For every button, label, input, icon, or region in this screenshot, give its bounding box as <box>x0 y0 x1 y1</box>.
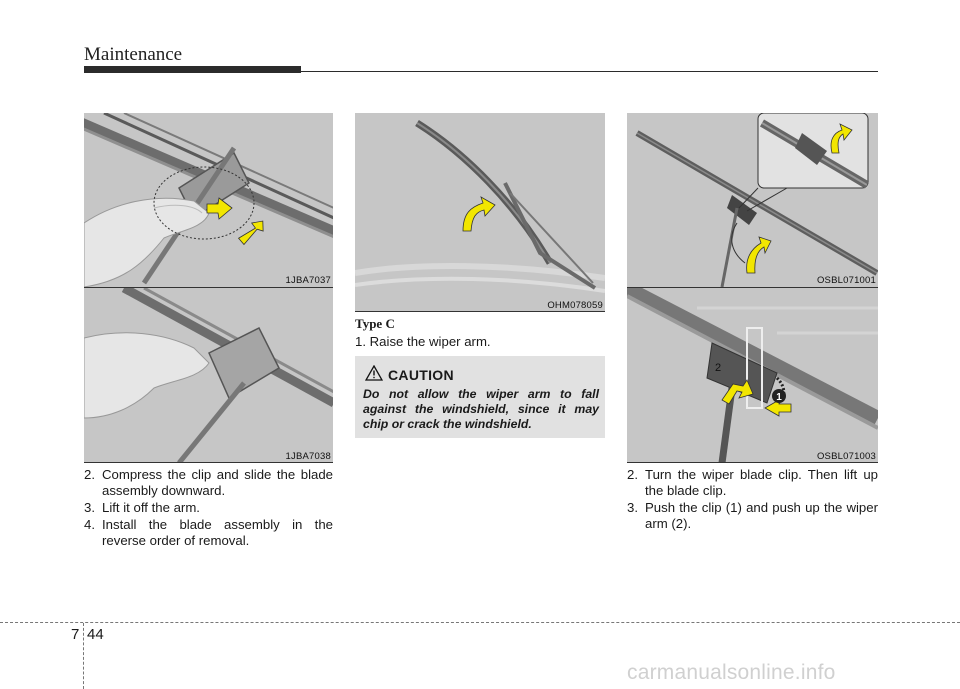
header-bar <box>84 66 301 73</box>
figure-push-clip-arm: 1 2 OSBL071003 <box>627 288 878 463</box>
arrow-icon <box>721 379 754 405</box>
figure-code: 1JBA7038 <box>285 451 331 462</box>
right-steps-list: 2. Turn the wiper blade clip. Then lift u… <box>627 467 878 533</box>
step-number: 3. <box>84 500 95 515</box>
figure-code: 1JBA7037 <box>285 275 331 286</box>
figure-code: OSBL071001 <box>816 275 876 286</box>
callout-label-1: 1 <box>776 392 782 403</box>
header-rule <box>301 71 878 72</box>
step-text: Push the clip (1) and push up the wiper … <box>645 500 878 531</box>
list-item: 3. Push the clip (1) and push up the wipe… <box>627 500 878 532</box>
list-item: 2. Turn the wiper blade clip. Then lift u… <box>627 467 878 499</box>
step-text: Compress the clip and slide the blade as… <box>102 467 333 498</box>
step-number: 2. <box>627 467 638 482</box>
arrow-icon <box>830 123 853 154</box>
list-item: 2. Compress the clip and slide the blade … <box>84 467 333 499</box>
step-text: 1. Raise the wiper arm. <box>355 334 491 349</box>
type-heading: Type C <box>355 316 395 331</box>
page-section-title: Maintenance <box>84 44 183 65</box>
figure-caption-rule <box>627 462 878 463</box>
step-number: 4. <box>84 517 95 532</box>
figure-blade-slide-down: 1JBA7038 <box>84 288 333 463</box>
list-item: 4. Install the blade assembly in the reve… <box>84 517 333 549</box>
arrow-icon <box>462 196 496 232</box>
watermark: carmanualsonline.info <box>627 661 836 684</box>
step-text: Lift it off the arm. <box>102 500 200 515</box>
figure-code: OHM078059 <box>547 300 603 311</box>
caution-box: CAUTION Do not allow the wiper arm to fa… <box>355 356 605 438</box>
figure-raise-wiper-arm: OHM078059 <box>355 113 605 312</box>
warning-triangle-icon <box>365 365 383 381</box>
figure-code: OSBL071003 <box>816 451 876 462</box>
left-steps-list: 2. Compress the clip and slide the blade … <box>84 467 333 550</box>
caution-text: Do not allow the wiper arm to fall again… <box>363 387 599 431</box>
figure-caption-rule <box>627 287 878 288</box>
figure-caption-rule <box>355 311 605 312</box>
arrow-icon <box>206 197 233 220</box>
chapter-number: 7 <box>71 626 80 643</box>
figure-caption-rule <box>84 287 333 288</box>
step-number: 3. <box>627 500 638 515</box>
footer-vertical-divider <box>83 623 84 689</box>
list-item: 3. Lift it off the arm. <box>84 500 333 516</box>
footer-divider <box>0 622 960 623</box>
callout-circle <box>772 389 786 403</box>
callout-label-2: 2 <box>715 362 721 374</box>
figure-blade-clip-compress: 1JBA7037 <box>84 113 333 287</box>
arrow-icon <box>237 220 264 246</box>
figure-turn-blade-clip: OSBL071001 <box>627 113 878 287</box>
caution-title: CAUTION <box>388 367 454 383</box>
step-text: Turn the wiper blade clip. Then lift up … <box>645 467 878 498</box>
figure-caption-rule <box>84 462 333 463</box>
step-text: Install the blade assembly in the revers… <box>102 517 333 548</box>
step-number: 2. <box>84 467 95 482</box>
arrow-icon <box>746 236 772 274</box>
page-number: 44 <box>87 626 104 643</box>
